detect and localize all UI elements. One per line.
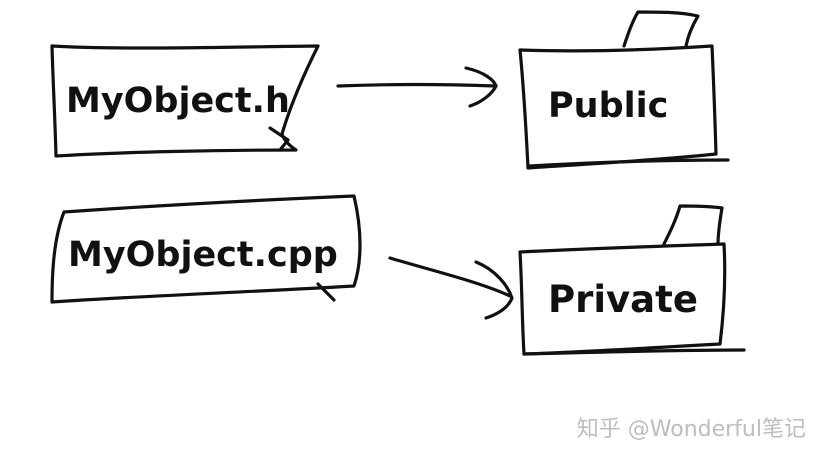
file-box-source-flag-tail [316, 282, 336, 302]
folder-public-tab [622, 10, 700, 48]
arrow-source-to-private-shaft [388, 256, 512, 298]
folder-public-body [518, 44, 718, 170]
file-box-header: MyObject.h [50, 44, 320, 158]
folder-label-private: Private [548, 278, 698, 321]
file-box-header-flag-tail [268, 126, 290, 152]
folder-public-bottom-stroke [528, 158, 730, 168]
folder-private-tab [662, 204, 724, 246]
folder-private: Private [518, 204, 746, 356]
file-label-source: MyObject.cpp [68, 235, 338, 275]
arrow-source-to-private-head [474, 260, 514, 320]
file-label-header: MyObject.h [66, 81, 290, 121]
file-box-source-outline [50, 194, 362, 304]
folder-private-body [518, 242, 727, 356]
arrow-header-to-public-shaft [336, 82, 498, 88]
arrow-source-to-private [388, 256, 514, 320]
watermark-text: 知乎 @Wonderful笔记 [577, 417, 806, 442]
file-box-source: MyObject.cpp [50, 194, 362, 304]
arrow-header-to-public-head [464, 66, 498, 108]
folder-label-public: Public [548, 86, 668, 126]
folder-private-bottom-stroke [522, 348, 746, 356]
arrow-header-to-public [336, 66, 498, 108]
folder-public: Public [518, 10, 730, 170]
